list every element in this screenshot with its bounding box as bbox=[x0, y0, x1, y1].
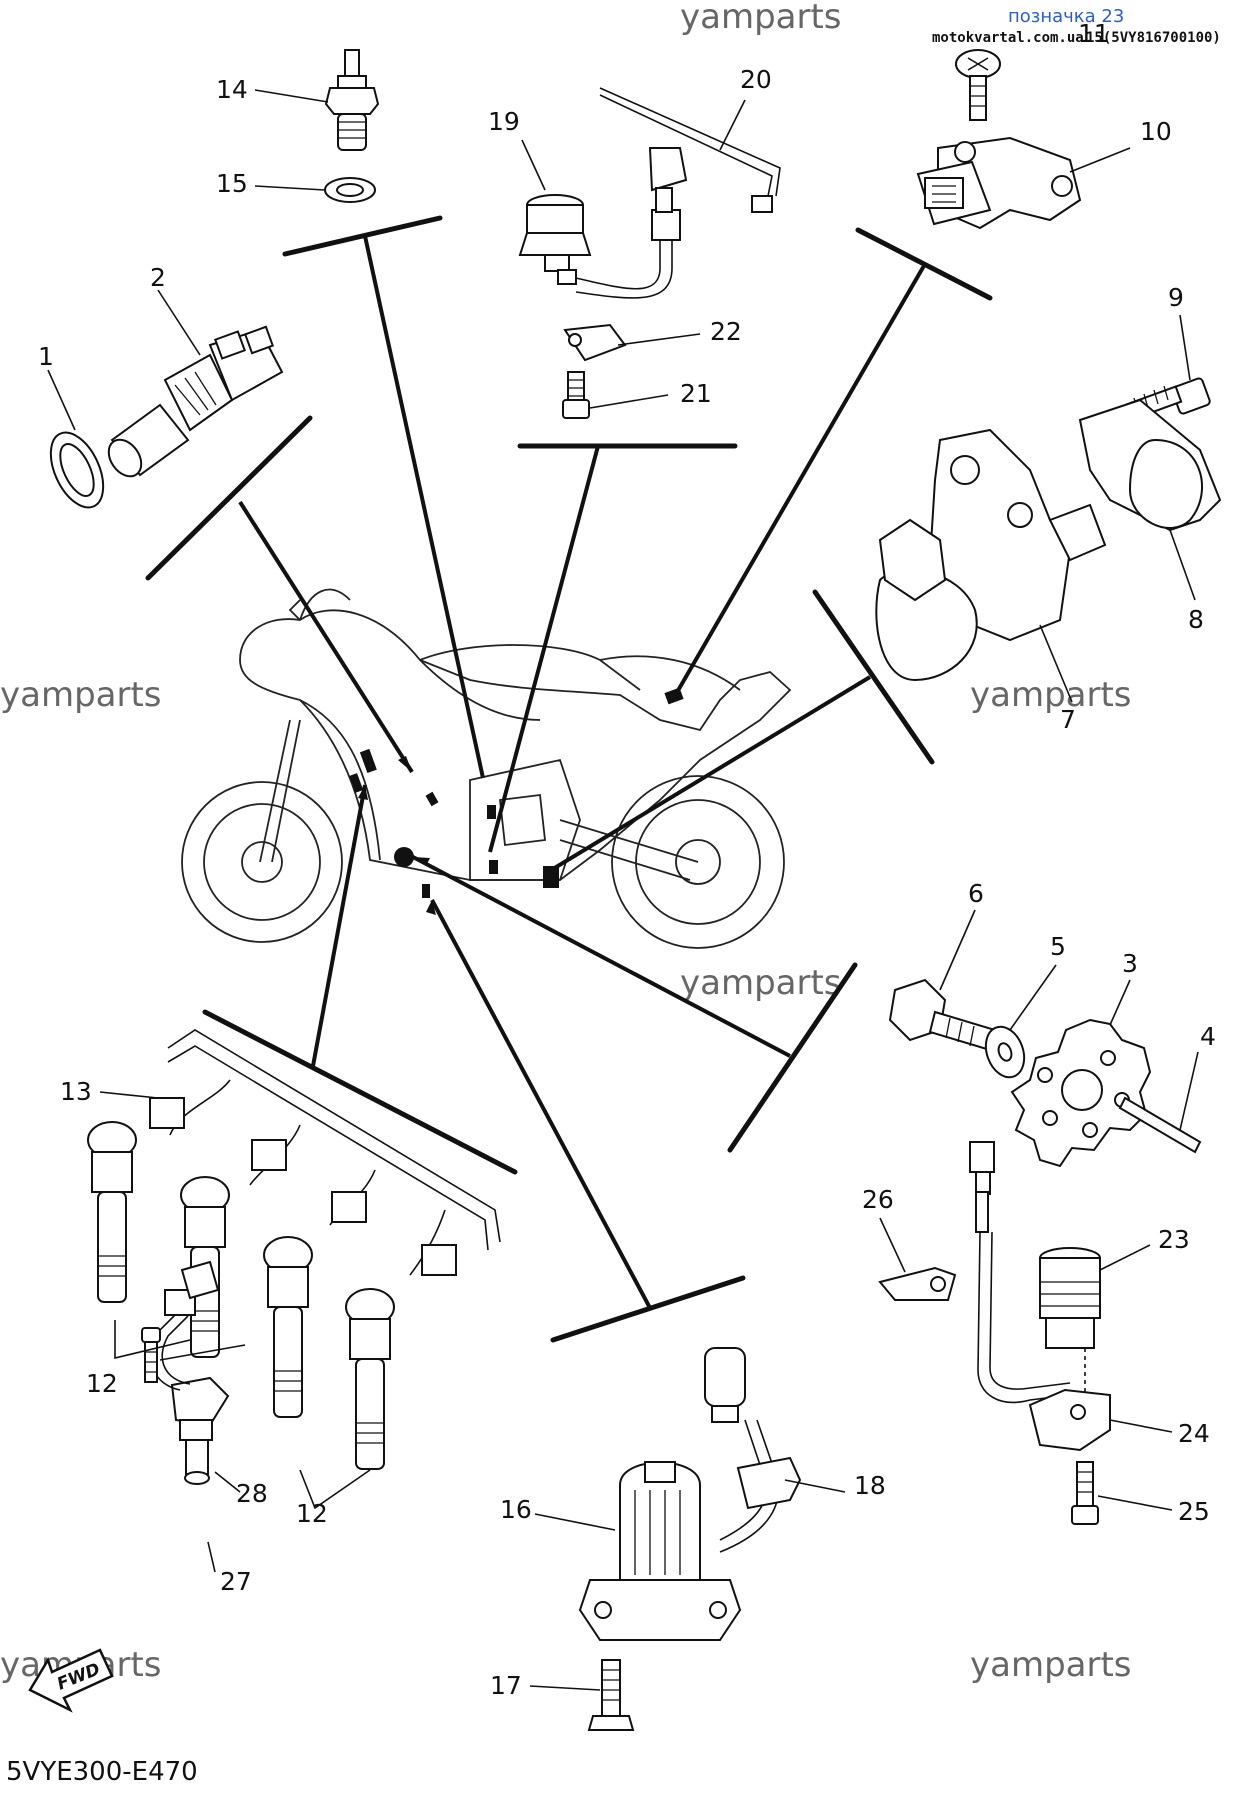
watermark: yamparts bbox=[970, 1645, 1132, 1685]
callout-6: 6 bbox=[968, 879, 984, 908]
callout-leaders bbox=[47, 89, 1199, 1691]
callout-10: 10 bbox=[1140, 117, 1172, 146]
site-label: motokvartal.com.ua bbox=[932, 30, 1084, 46]
watermark: yamparts bbox=[970, 675, 1132, 715]
watermark: yamparts bbox=[0, 675, 162, 715]
callout-numbers: 14 15 2 1 19 20 22 21 11 10 9 8 7 6 5 3 … bbox=[38, 19, 1216, 1700]
part-24-bracket bbox=[1028, 1388, 1111, 1452]
marker-tag: позначка 23 bbox=[1008, 6, 1124, 27]
callout-17: 17 bbox=[490, 1671, 522, 1700]
part-2-temp-sensor bbox=[107, 325, 284, 478]
part-11-screw bbox=[955, 49, 1001, 121]
watermark: yamparts bbox=[680, 963, 842, 1003]
part-5-washer bbox=[984, 1025, 1026, 1079]
callout-24: 24 bbox=[1178, 1419, 1210, 1448]
part-25-bolt bbox=[1071, 1461, 1099, 1525]
part-1-gasket bbox=[49, 431, 105, 509]
part-28-bolt bbox=[141, 1327, 161, 1383]
part-22-clamp bbox=[563, 323, 627, 362]
callout-5: 5 bbox=[1050, 932, 1066, 961]
callout-13: 13 bbox=[60, 1077, 92, 1106]
callout-28: 28 bbox=[236, 1479, 268, 1508]
part-14-sensor bbox=[324, 49, 380, 151]
motorcycle-outline bbox=[181, 588, 792, 949]
part-27-sensor bbox=[149, 1260, 230, 1485]
callout-12: 12 bbox=[86, 1369, 118, 1398]
callout-19: 19 bbox=[488, 107, 520, 136]
callout-18: 18 bbox=[854, 1471, 886, 1500]
callout-25: 25 bbox=[1178, 1497, 1210, 1526]
part-4-pin bbox=[1118, 1096, 1202, 1154]
callout-7: 7 bbox=[1060, 705, 1076, 734]
part-12-ignition-coil bbox=[87, 1121, 395, 1470]
callout-12: 12 bbox=[296, 1499, 328, 1528]
callout-16: 16 bbox=[500, 1495, 532, 1524]
part-15-washer bbox=[324, 177, 376, 203]
part-19-sensor bbox=[518, 147, 688, 299]
part-10-map-sensor bbox=[916, 136, 1082, 230]
part-6-bolt bbox=[888, 978, 997, 1052]
part-7-actuator bbox=[875, 428, 1107, 682]
callout-3: 3 bbox=[1122, 949, 1138, 978]
part-3-rotor-plate bbox=[1010, 1018, 1152, 1168]
callout-1: 1 bbox=[38, 342, 54, 371]
callout-23: 23 bbox=[1158, 1225, 1190, 1254]
part-code-label: 15(5VY816700100) bbox=[1086, 30, 1221, 46]
callout-21: 21 bbox=[680, 379, 712, 408]
leader-lines bbox=[145, 215, 993, 1343]
callout-22: 22 bbox=[710, 317, 742, 346]
callout-2: 2 bbox=[150, 263, 166, 292]
part-13-harness bbox=[149, 1029, 501, 1276]
callout-20: 20 bbox=[740, 65, 772, 94]
part-17-bolt bbox=[587, 1659, 635, 1731]
callout-11: 11 bbox=[1078, 19, 1110, 48]
part-21-bolt bbox=[562, 371, 590, 419]
part-20-wire bbox=[599, 87, 781, 213]
callout-8: 8 bbox=[1188, 605, 1204, 634]
part-8-cover bbox=[1078, 398, 1222, 532]
part-23-sensor bbox=[969, 1141, 1101, 1410]
callout-9: 9 bbox=[1168, 283, 1184, 312]
callout-4: 4 bbox=[1200, 1022, 1216, 1051]
diagram-code: 5VYE300-E470 bbox=[6, 1757, 198, 1787]
part-16-sensor bbox=[578, 1347, 780, 1641]
callout-26: 26 bbox=[862, 1185, 894, 1214]
watermark: yamparts bbox=[680, 0, 842, 37]
fwd-arrow-icon: FWD bbox=[28, 1648, 114, 1713]
callout-14: 14 bbox=[216, 75, 248, 104]
callout-15: 15 bbox=[216, 169, 248, 198]
part-26-bracket bbox=[878, 1266, 957, 1301]
callout-27: 27 bbox=[220, 1567, 252, 1596]
part-18-clamp bbox=[736, 1456, 802, 1510]
